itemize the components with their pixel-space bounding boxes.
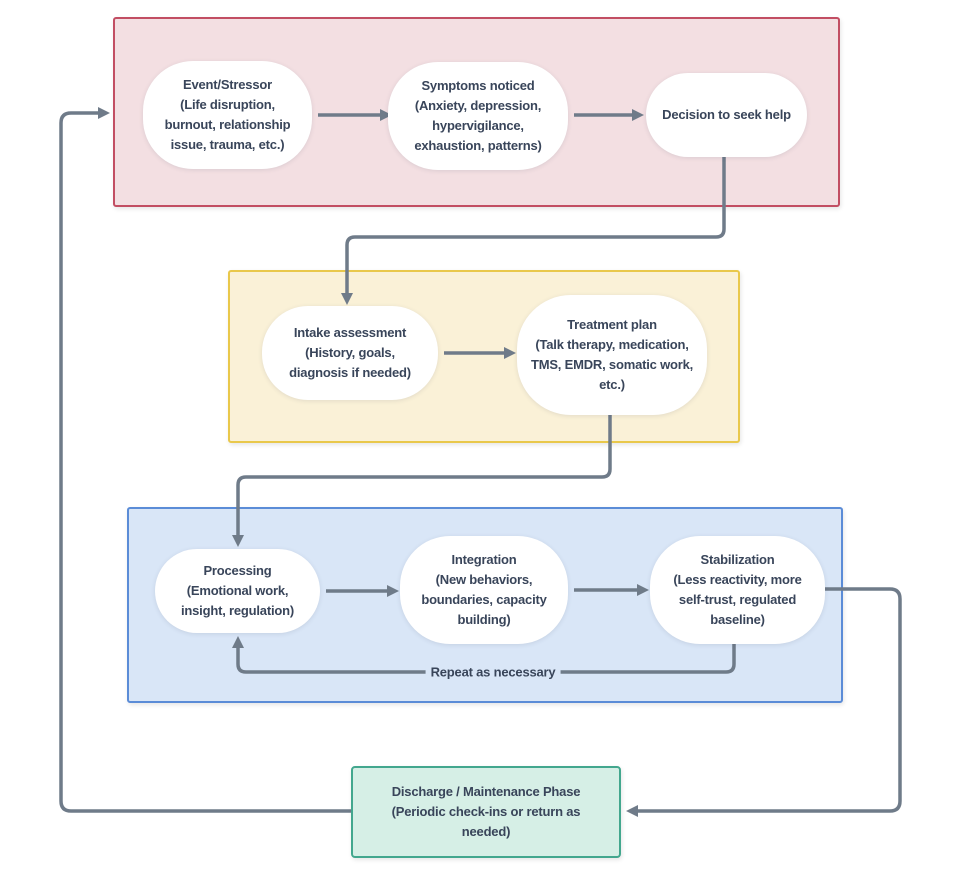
node-intake-assessment: Intake assessment (History, goals, diagn… xyxy=(262,306,438,400)
connector-treatment-to-processing xyxy=(232,415,612,547)
node-stabilization: Stabilization (Less reactivity, more sel… xyxy=(650,536,825,644)
connector-discharge-to-event xyxy=(59,107,351,813)
node-processing: Processing (Emotional work, insight, reg… xyxy=(155,549,320,633)
connector-decision-to-intake xyxy=(341,157,726,305)
node-symptoms-noticed: Symptoms noticed (Anxiety, depression, h… xyxy=(388,62,568,170)
node-integration: Integration (New behaviors, boundaries, … xyxy=(400,536,568,644)
node-decision-to-seek-help: Decision to seek help xyxy=(646,73,807,157)
node-discharge-maintenance: Discharge / Maintenance Phase (Periodic … xyxy=(351,766,621,858)
connector-stabilization-to-discharge xyxy=(626,587,902,817)
repeat-loop-label: Repeat as necessary xyxy=(425,664,561,680)
node-treatment-plan: Treatment plan (Talk therapy, medication… xyxy=(517,295,707,415)
node-event-stressor: Event/Stressor (Life disruption, burnout… xyxy=(143,61,312,169)
